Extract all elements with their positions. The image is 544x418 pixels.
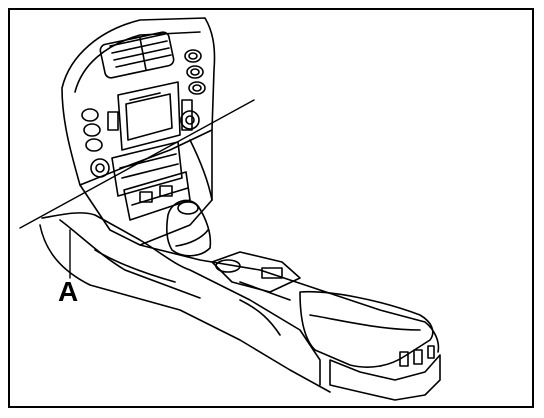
center-pillar-side xyxy=(189,139,213,201)
air-vent-group xyxy=(99,31,175,79)
dashboard-panel xyxy=(61,17,216,186)
console-side-detail xyxy=(239,299,281,336)
left-switch-column xyxy=(81,108,103,152)
radio-display-unit xyxy=(107,81,193,151)
console-tunnel-base xyxy=(39,224,331,393)
rotary-knobs xyxy=(90,110,200,178)
console-side-detail-2 xyxy=(94,249,176,283)
console-tunnel-top xyxy=(139,244,440,353)
right-switch-column xyxy=(184,49,206,95)
console-rear-end xyxy=(329,345,441,401)
console-tunnel-left xyxy=(41,212,321,386)
storage-tray xyxy=(211,251,301,301)
armrest xyxy=(299,290,434,368)
center-pillar xyxy=(79,129,213,246)
callout-label-a: A xyxy=(58,276,79,307)
gear-shift xyxy=(166,199,212,257)
console-inner-edge xyxy=(59,219,201,299)
